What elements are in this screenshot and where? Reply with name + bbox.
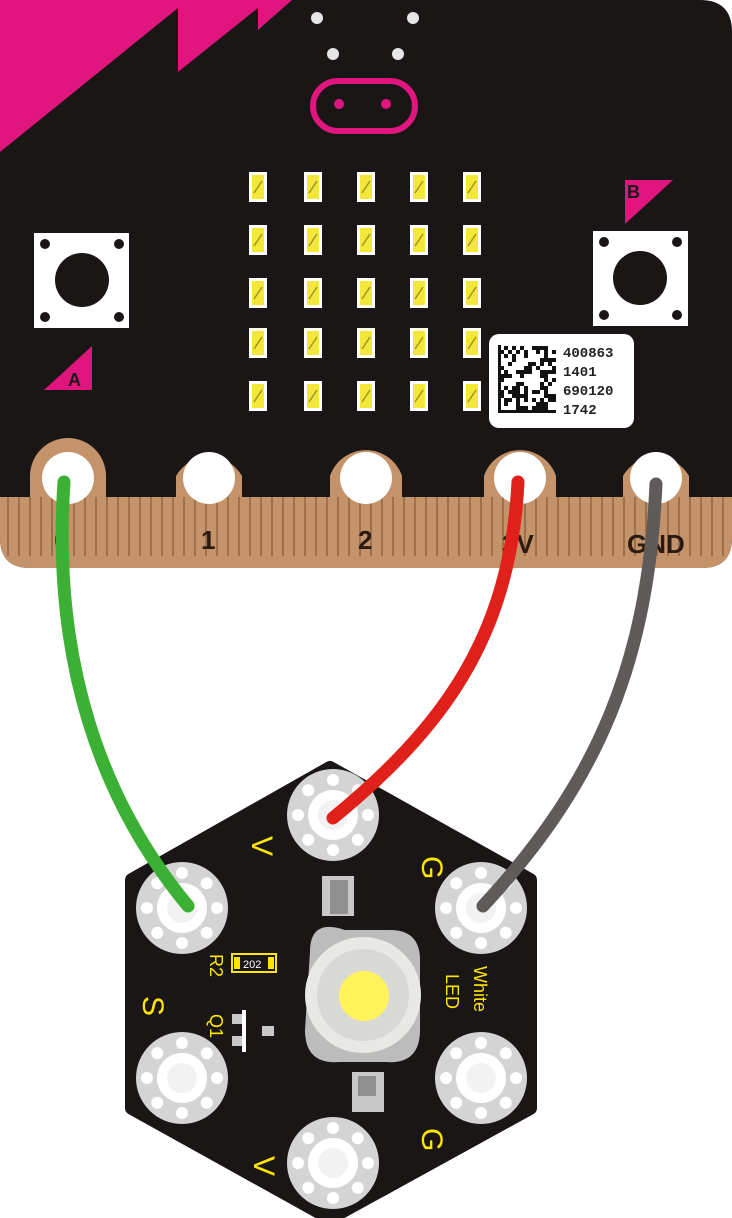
module-pin-label-top-left: V: [245, 836, 278, 856]
button-a-label: A: [68, 370, 81, 390]
qr-line-2: 1401: [563, 365, 597, 381]
matrix-led: [304, 381, 322, 411]
button-b-marker: B: [625, 180, 673, 224]
matrix-led: [249, 381, 267, 411]
button-b[interactable]: [593, 231, 688, 326]
face-logo: [310, 78, 418, 134]
pin-label-1: 1: [201, 525, 215, 555]
button-b-label: B: [627, 182, 640, 202]
matrix-led: [410, 328, 428, 358]
matrix-led: [410, 278, 428, 308]
led-emitter: [339, 971, 389, 1021]
matrix-led: [249, 328, 267, 358]
matrix-led: [249, 172, 267, 202]
resistor-r2: 202 R2: [206, 953, 277, 977]
button-a[interactable]: [34, 233, 129, 328]
module-pin-label-top-right: G: [415, 856, 448, 879]
pin-pad-2[interactable]: [330, 450, 402, 504]
matrix-led: [249, 225, 267, 255]
matrix-led: [357, 172, 375, 202]
matrix-led: [463, 381, 481, 411]
matrix-led: [304, 328, 322, 358]
board-logo-shape: [0, 0, 292, 152]
pin-pad-1[interactable]: [176, 452, 242, 504]
button-a-marker: A: [44, 346, 92, 390]
led-label-line1: White: [470, 966, 490, 1012]
transistor-q1: Q1: [206, 1010, 274, 1052]
qr-code-icon: [498, 345, 556, 413]
matrix-led: [463, 172, 481, 202]
matrix-led: [410, 381, 428, 411]
resistor-label: R2: [206, 954, 226, 977]
matrix-led: [304, 278, 322, 308]
matrix-led: [410, 225, 428, 255]
qr-line-3: 690120: [563, 384, 613, 400]
matrix-led: [410, 172, 428, 202]
resistor-code: 202: [243, 959, 261, 971]
matrix-led: [463, 328, 481, 358]
white-led: [305, 876, 421, 1112]
module-pin-lower-left[interactable]: [136, 1032, 228, 1124]
wire-signal[interactable]: [55, 475, 195, 913]
module-pin-label-bottom: V: [247, 1156, 280, 1176]
qr-line-1: 400863: [563, 346, 613, 362]
matrix-led: [357, 381, 375, 411]
qr-sticker: 400863 1401 690120 1742: [489, 334, 634, 428]
led-matrix: [249, 172, 481, 411]
matrix-led: [357, 278, 375, 308]
led-label-line2: LED: [442, 974, 462, 1009]
microbit-board: A B 400863 1401 690120 1742: [0, 0, 732, 568]
wire-ground[interactable]: [476, 477, 663, 913]
matrix-led: [463, 225, 481, 255]
wires: [55, 475, 663, 913]
matrix-led: [357, 328, 375, 358]
matrix-led: [304, 172, 322, 202]
module-pin-label-right: G: [415, 1128, 448, 1151]
pin-label-2: 2: [358, 525, 372, 555]
module-pin-bottom[interactable]: [287, 1117, 379, 1209]
matrix-led: [249, 278, 267, 308]
qr-line-4: 1742: [563, 403, 597, 419]
wire-power[interactable]: [326, 475, 525, 825]
matrix-led: [304, 225, 322, 255]
matrix-led: [357, 225, 375, 255]
module-pin-label-left: S: [136, 996, 169, 1016]
matrix-led: [463, 278, 481, 308]
led-module: 202 R2 Q1 V G S G V White LED: [125, 761, 537, 1218]
transistor-label: Q1: [206, 1014, 226, 1038]
module-pin-right[interactable]: [435, 1032, 527, 1124]
